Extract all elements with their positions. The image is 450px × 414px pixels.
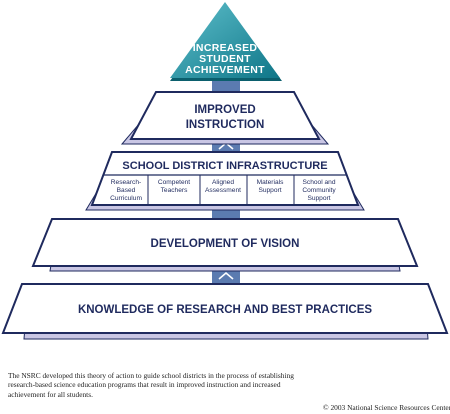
column-line: School and [303, 179, 336, 186]
level2-label: DEVELOPMENT OF VISION [151, 238, 300, 250]
level1-knowledge: KNOWLEDGE OF RESEARCH AND BEST PRACTICES [1, 283, 449, 340]
caption-text: The NSRC developed this theory of action… [8, 371, 294, 399]
column-line: Competent [158, 179, 190, 186]
column-line: Materials [257, 179, 284, 186]
infrastructure-column-assessment: Aligned Assessment [205, 179, 241, 194]
column-line: Curriculum [110, 195, 142, 202]
column-line: Community [302, 187, 336, 194]
level4-label-line1: IMPROVED [194, 104, 255, 116]
apex-label-line3: ACHIEVEMENT [185, 64, 265, 76]
connector-apex [212, 79, 240, 92]
apex-achievement: INCREASED STUDENT ACHIEVEMENT [170, 2, 282, 81]
infrastructure-column-community: School and Community Support [302, 179, 336, 202]
level3-infrastructure: SCHOOL DISTRICT INFRASTRUCTURE Research-… [85, 151, 365, 211]
infrastructure-column-curriculum: Research- Based Curriculum [110, 179, 142, 202]
column-line: Assessment [205, 187, 241, 194]
level2-vision: DEVELOPMENT OF VISION [31, 218, 419, 272]
apex-label-line2: STUDENT [199, 53, 251, 65]
infrastructure-column-materials: Materials Support [257, 179, 284, 194]
apex-label-line1: INCREASED [193, 42, 258, 54]
column-line: Teachers [161, 187, 188, 194]
column-line: Aligned [212, 179, 234, 186]
copyright-text: © 2003 National Science Resources Center [323, 403, 450, 412]
level1-label: KNOWLEDGE OF RESEARCH AND BEST PRACTICES [78, 304, 372, 316]
level3-title: SCHOOL DISTRICT INFRASTRUCTURE [122, 160, 327, 172]
column-line: Research- [111, 179, 141, 186]
infrastructure-column-teachers: Competent Teachers [158, 179, 190, 194]
column-line: Based [117, 187, 136, 194]
level4-label-line2: INSTRUCTION [186, 119, 265, 131]
level4-instruction: IMPROVED INSTRUCTION [120, 91, 330, 145]
column-line: Support [307, 195, 330, 202]
column-line: Support [258, 187, 281, 194]
